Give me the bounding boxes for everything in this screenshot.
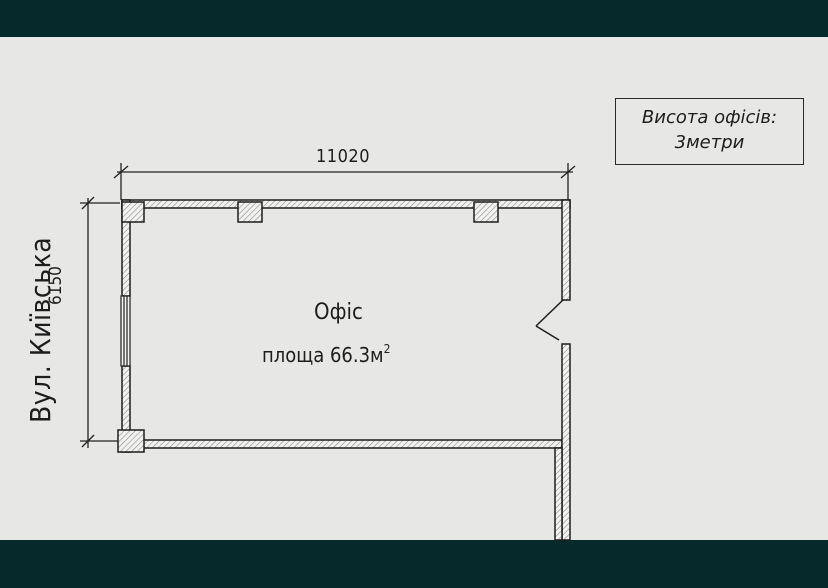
door xyxy=(535,299,564,341)
height-note-line2: 3метри xyxy=(674,132,745,153)
bottom-dark-band xyxy=(0,540,828,588)
width-dimension-line xyxy=(113,163,576,200)
width-dimension-label: 11020 xyxy=(316,146,371,167)
room-area-text: площа 66.3м xyxy=(262,343,384,367)
columns xyxy=(117,201,499,453)
drawing-sheet xyxy=(0,37,828,540)
depth-dimension-line xyxy=(80,196,120,448)
height-note-box: Висота офісів: 3метри xyxy=(615,98,804,165)
room-area-unit-exponent: 2 xyxy=(383,342,391,356)
walls xyxy=(121,199,571,541)
height-note-line1: Висота офісів: xyxy=(641,107,778,128)
street-label: Вул. Київська xyxy=(24,236,57,423)
top-dark-band xyxy=(0,0,828,37)
room-area: площа 66.3м2 xyxy=(262,342,390,367)
window xyxy=(120,295,131,367)
room-name: Офіс xyxy=(314,300,363,325)
